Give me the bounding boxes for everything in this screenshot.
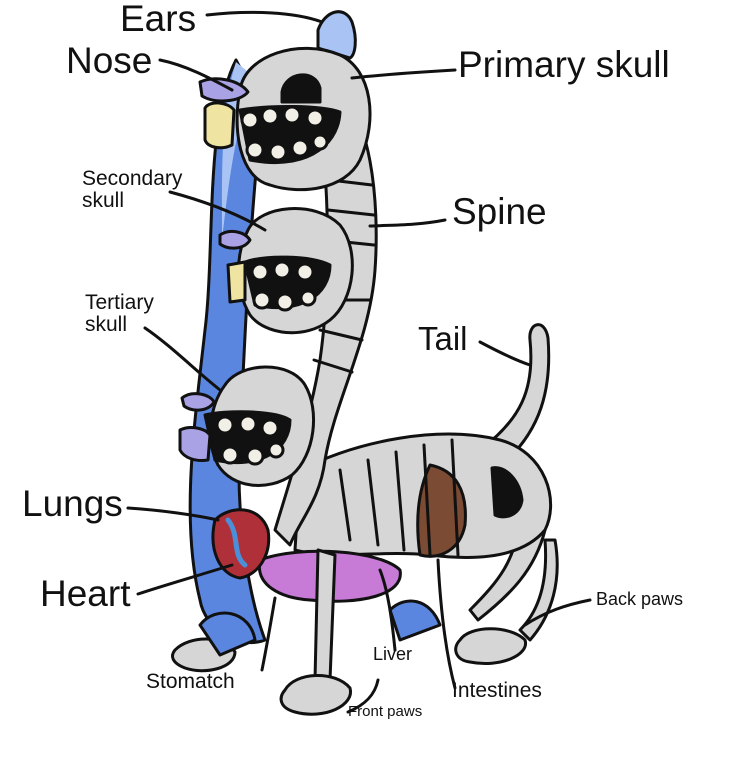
secondary-teeth bbox=[250, 260, 317, 312]
label-front-paws: Front paws bbox=[348, 703, 423, 720]
leader-primary-skull bbox=[350, 68, 457, 80]
front-leg bbox=[313, 548, 337, 682]
leader-intestines bbox=[436, 558, 457, 690]
label-secondary-skull: Secondary skull bbox=[82, 167, 183, 213]
leader-front-paws bbox=[346, 678, 380, 714]
label-heart: Heart bbox=[40, 573, 131, 614]
secondary-jaw bbox=[226, 260, 247, 304]
leader-tail bbox=[478, 340, 532, 367]
primary-jaw bbox=[203, 101, 236, 150]
label-ears: Ears bbox=[120, 0, 197, 39]
label-spine: Spine bbox=[452, 191, 547, 232]
leader-liver bbox=[378, 568, 397, 652]
tertiary-jaw bbox=[178, 426, 212, 462]
ear-shape bbox=[316, 10, 357, 60]
label-lungs: Lungs bbox=[22, 483, 123, 524]
primary-teeth bbox=[240, 105, 329, 162]
leader-back-paws bbox=[523, 598, 592, 627]
tertiary-nose bbox=[180, 392, 216, 412]
tail-shape bbox=[478, 323, 551, 464]
primary-nose bbox=[198, 77, 250, 103]
lung-vein bbox=[225, 517, 248, 568]
leader-lungs bbox=[126, 506, 220, 522]
label-back-paws: Back paws bbox=[596, 589, 684, 609]
tertiary-teeth bbox=[215, 414, 285, 466]
pelvis-hole bbox=[490, 466, 524, 519]
back-leg-2 bbox=[518, 538, 559, 642]
label-nose: Nose bbox=[66, 40, 153, 81]
left-foot-fur bbox=[198, 611, 257, 657]
leader-spine bbox=[368, 218, 447, 228]
lung-shape bbox=[211, 508, 271, 580]
label-tail: Tail bbox=[418, 320, 468, 357]
secondary-nose bbox=[218, 229, 252, 250]
front-paw bbox=[279, 674, 352, 716]
label-liver: Liver bbox=[373, 644, 413, 664]
leader-stomatch bbox=[260, 596, 277, 672]
label-intestines: Intestines bbox=[452, 679, 542, 702]
label-stomatch: Stomatch bbox=[146, 670, 235, 693]
leader-ears bbox=[205, 10, 324, 24]
leader-secondary-skull bbox=[168, 190, 267, 232]
label-primary-skull: Primary skull bbox=[458, 44, 670, 85]
leader-tertiary-skull bbox=[143, 326, 222, 392]
primary-eye bbox=[280, 73, 322, 104]
leader-lines bbox=[126, 10, 592, 714]
back-paw bbox=[454, 627, 527, 665]
leader-heart bbox=[136, 563, 234, 596]
leader-nose bbox=[158, 58, 234, 92]
back-foot-fur bbox=[388, 599, 442, 642]
label-tertiary-skull: Tertiary skull bbox=[85, 291, 154, 337]
